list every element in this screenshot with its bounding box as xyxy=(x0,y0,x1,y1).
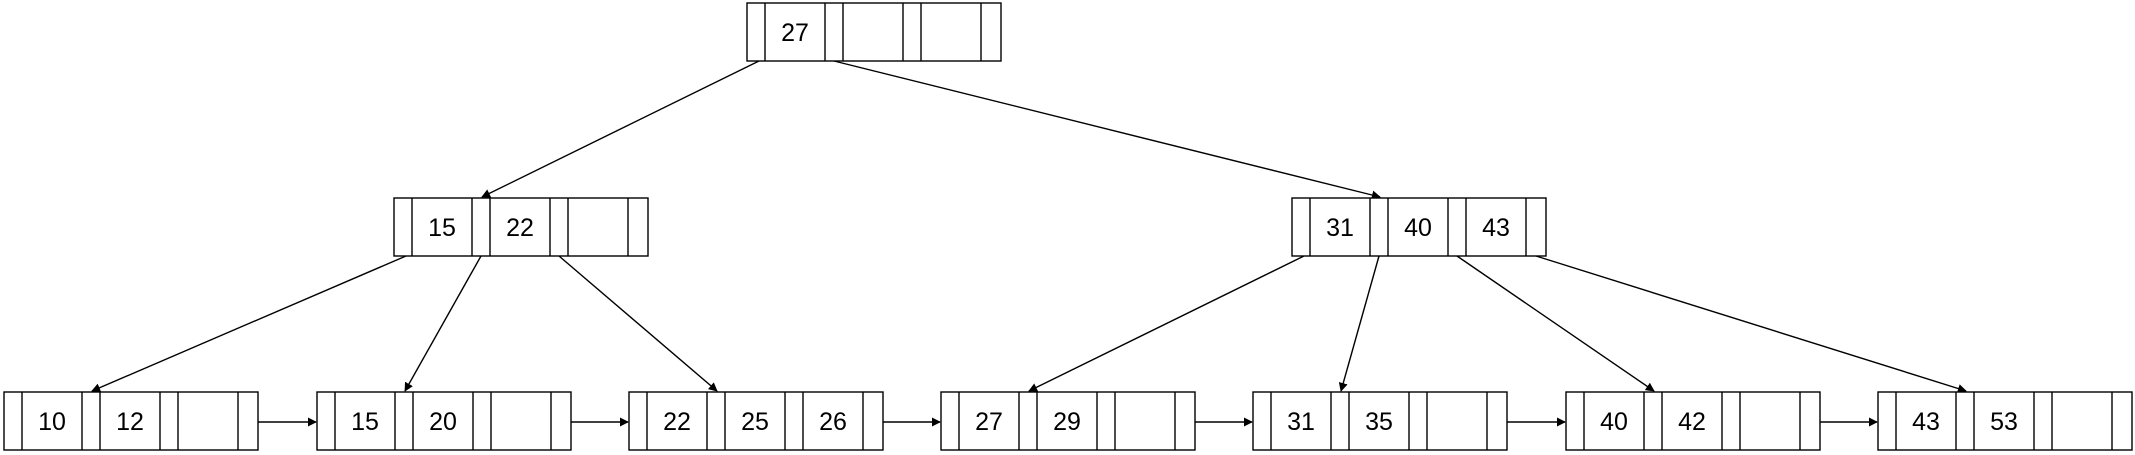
tree-edge-arrow xyxy=(833,60,1381,200)
internal-node-internal-right: 31 40 43 xyxy=(1291,197,1547,257)
node-frame xyxy=(3,391,259,451)
leaf-node-leaf-1: 10 12 xyxy=(3,391,259,451)
node-frame xyxy=(628,391,884,451)
key-2: 25 xyxy=(741,408,769,436)
key-2: 53 xyxy=(1990,408,2018,436)
leaf-node-leaf-6: 40 42 xyxy=(1565,391,1821,451)
node-frame xyxy=(1252,391,1508,451)
key-1: 27 xyxy=(975,408,1003,436)
root-node-root: 27 xyxy=(746,2,1002,62)
key-1: 15 xyxy=(428,214,456,242)
leaf-node-leaf-3: 22 25 26 xyxy=(628,391,884,451)
tree-edge-arrow xyxy=(1456,255,1655,392)
key-1: 31 xyxy=(1287,408,1315,436)
key-2: 22 xyxy=(506,214,534,242)
tree-edge-arrow xyxy=(404,255,482,392)
key-2: 42 xyxy=(1678,408,1706,436)
key-1: 27 xyxy=(781,19,809,47)
key-2: 20 xyxy=(429,408,457,436)
key-2: 35 xyxy=(1365,408,1393,436)
leaf-node-leaf-5: 31 35 xyxy=(1252,391,1508,451)
key-1: 40 xyxy=(1600,408,1628,436)
key-3: 43 xyxy=(1482,214,1510,242)
node-frame xyxy=(316,391,572,451)
key-2: 12 xyxy=(116,408,144,436)
key-1: 31 xyxy=(1326,214,1354,242)
key-2: 29 xyxy=(1053,408,1081,436)
key-1: 22 xyxy=(663,408,691,436)
node-frame xyxy=(940,391,1196,451)
tree-edge-arrow xyxy=(1028,255,1305,392)
key-1: 43 xyxy=(1912,408,1940,436)
tree-edge-arrow xyxy=(558,255,718,392)
tree-edge-arrow xyxy=(481,60,760,198)
tree-edge-arrow xyxy=(91,255,407,392)
tree-edge-arrow xyxy=(1535,255,1967,393)
node-frame xyxy=(1877,391,2133,451)
key-3: 26 xyxy=(819,408,847,436)
node-frame xyxy=(746,2,1002,62)
key-2: 40 xyxy=(1404,214,1432,242)
edges-layer xyxy=(91,60,1967,427)
key-1: 15 xyxy=(351,408,379,436)
node-frame xyxy=(1565,391,1821,451)
node-frame xyxy=(1291,197,1547,257)
tree-edge-arrow xyxy=(1338,255,1380,392)
leaf-node-leaf-7: 43 53 xyxy=(1877,391,2133,451)
key-1: 10 xyxy=(38,408,66,436)
leaf-node-leaf-4: 27 29 xyxy=(940,391,1196,451)
node-frame xyxy=(393,197,649,257)
